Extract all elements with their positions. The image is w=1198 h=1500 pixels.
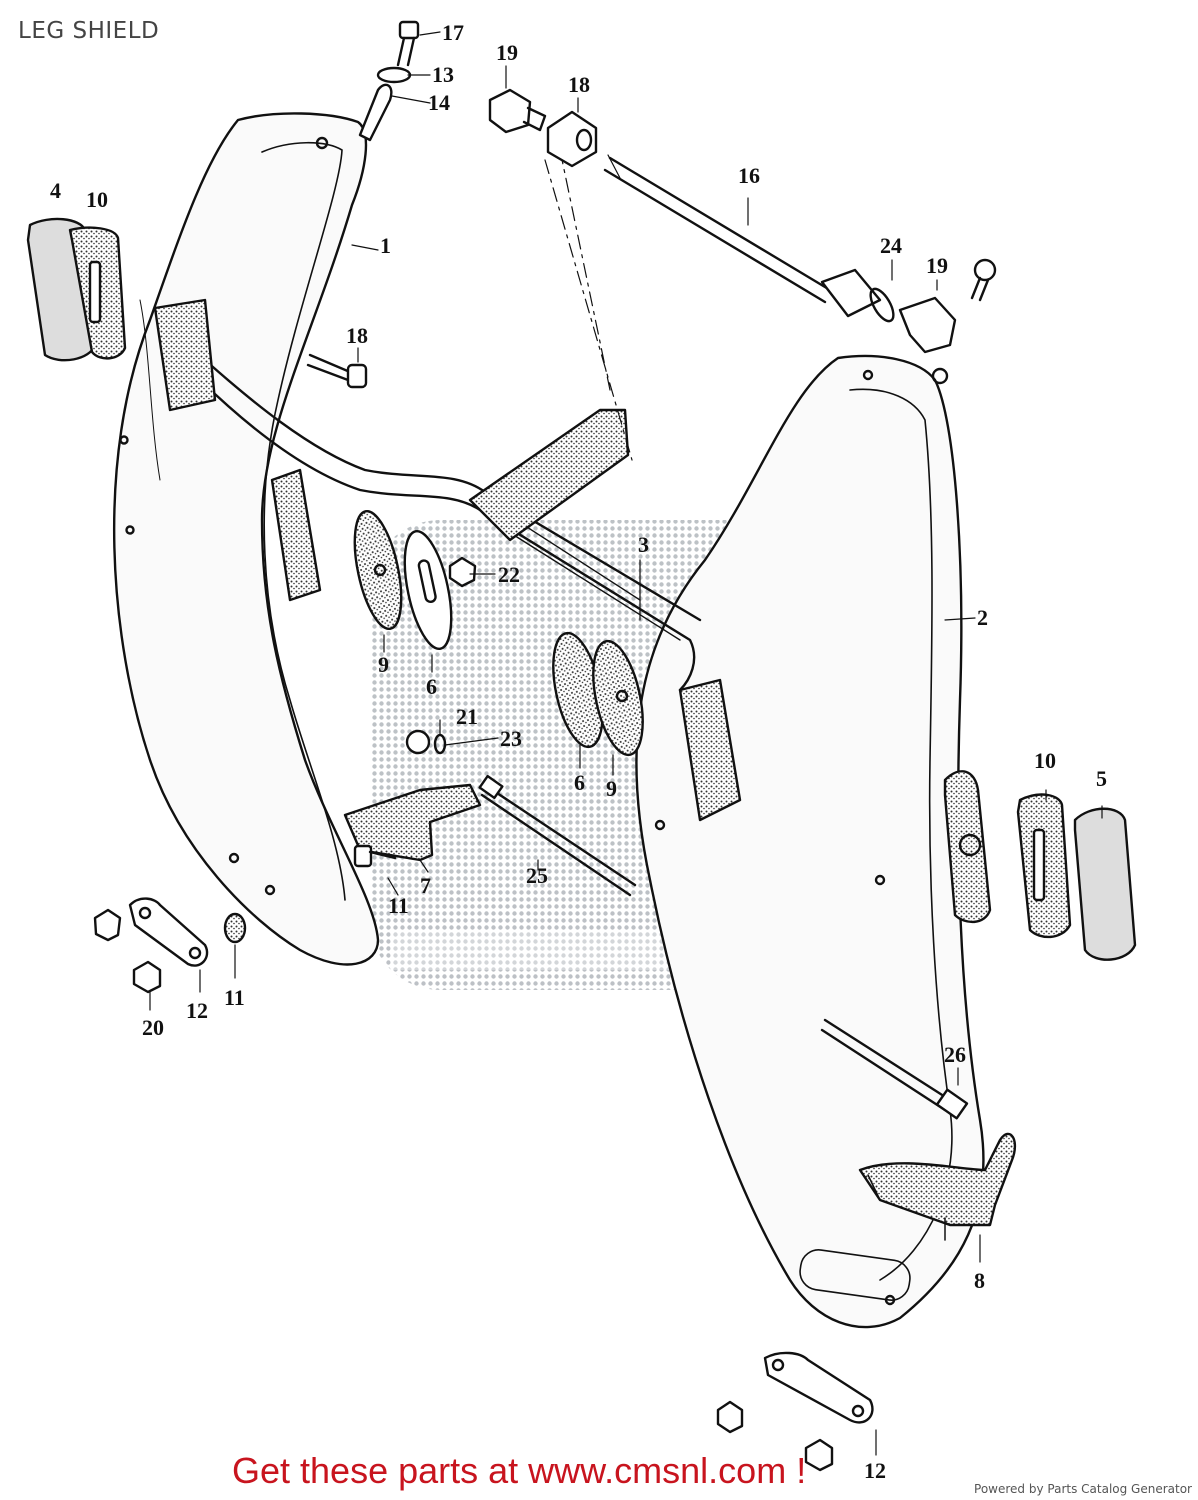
- bracket-gasket-left: [153, 298, 322, 602]
- callout-9-right: 9: [606, 776, 617, 801]
- bracket-14: [358, 83, 393, 142]
- callout-18: 18: [346, 323, 368, 348]
- callout-11-lower: 11: [224, 985, 245, 1010]
- callout-17: 18: [568, 72, 590, 97]
- bolt-11-left: [353, 844, 397, 868]
- callout-11-left: 11: [388, 893, 409, 918]
- stud-25: [478, 774, 637, 897]
- callout-25: 25: [526, 863, 548, 888]
- bolt-16: [396, 20, 420, 67]
- callout-10-left: 10: [86, 187, 108, 212]
- right-reflector-flange: [943, 770, 992, 924]
- callout-10-right: 10: [1034, 748, 1056, 773]
- nut-22: [448, 556, 477, 588]
- callout-5: 5: [1096, 766, 1107, 791]
- callout-12-left: 12: [186, 998, 208, 1023]
- left-reflector-gasket: [68, 226, 127, 360]
- nut-bottom: [804, 1438, 834, 1472]
- acorn-nut-right: [716, 1400, 744, 1434]
- right-leg-shield: [635, 354, 985, 1329]
- callout-9-left: 9: [378, 652, 389, 677]
- nut-19-right: [898, 296, 957, 354]
- plate-6-left: [403, 529, 453, 651]
- callout-19-right: 19: [926, 253, 948, 278]
- stud-26: [820, 1018, 969, 1120]
- callout-8: 8: [974, 1268, 985, 1293]
- washer-24: [869, 287, 895, 323]
- callout-labels: 17 13 14 19 18 16 24 19 4 10 1 18 3 22 2…: [50, 20, 1107, 1483]
- nut-17: [546, 110, 598, 168]
- callout-24: 24: [880, 233, 902, 258]
- page-title: LEG SHIELD: [18, 18, 160, 44]
- footrest-bracket-8: [858, 1132, 1017, 1241]
- right-reflector-gasket: [1016, 793, 1072, 939]
- leader-lines: [149, 31, 1103, 1456]
- plate-12-right: [763, 1351, 874, 1424]
- callout-2: 2: [977, 605, 988, 630]
- bolt-21: [405, 729, 431, 755]
- powered-by-text: Powered by Parts Catalog Generator: [974, 1482, 1192, 1496]
- callout-23: 23: [500, 726, 522, 751]
- left-leg-shield: [112, 112, 380, 966]
- nut-20: [132, 960, 162, 994]
- callout-15: 16: [738, 163, 760, 188]
- small-screw: [970, 258, 997, 302]
- washer-11-lower: [223, 912, 247, 944]
- washer-13: [376, 66, 412, 84]
- callout-6-right: 6: [574, 770, 585, 795]
- callout-22: 22: [498, 562, 520, 587]
- callout-14: 14: [428, 90, 450, 115]
- frame-stay: [188, 149, 702, 692]
- callout-4: 4: [50, 178, 61, 203]
- bracket-gasket-right: [678, 678, 742, 822]
- callout-16: 17: [442, 20, 464, 45]
- callout-6-left: 6: [426, 674, 437, 699]
- cmsnl-banner-link[interactable]: Get these parts at www.cmsnl.com !: [232, 1450, 807, 1491]
- callout-21: 21: [456, 704, 478, 729]
- plate-12-left: [128, 897, 209, 967]
- callout-12-right: 12: [864, 1458, 886, 1483]
- right-reflector: [1073, 807, 1137, 961]
- long-bolt: [603, 154, 882, 318]
- nut-19-top: [488, 88, 547, 134]
- gasket-9-left: [353, 509, 403, 631]
- gasket-9-right: [592, 639, 644, 757]
- acorn-nut-left: [93, 908, 122, 942]
- callout-7: 7: [420, 873, 431, 898]
- callout-1: 1: [380, 233, 391, 258]
- callout-3: 3: [638, 532, 649, 557]
- bolt-18: [306, 353, 368, 389]
- callout-19-top: 19: [496, 40, 518, 65]
- callout-20: 20: [142, 1015, 164, 1040]
- callout-26: 26: [944, 1042, 966, 1067]
- callout-13: 13: [432, 62, 454, 87]
